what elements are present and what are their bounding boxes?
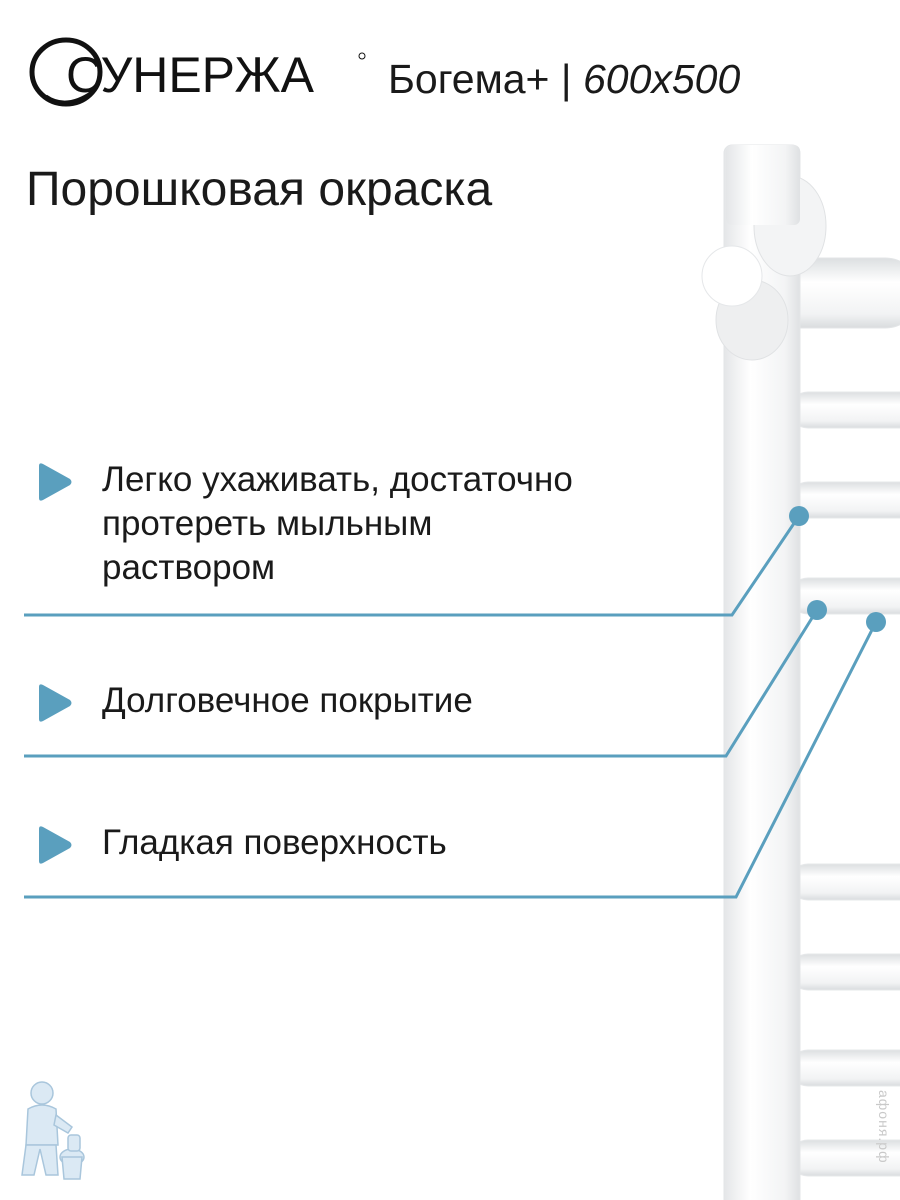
feature-line: Легко ухаживать, достаточно xyxy=(102,460,573,499)
callout-dot xyxy=(866,612,886,632)
feature-line: раствором xyxy=(102,548,276,587)
header: СУНЕРЖА Богема+ | 600x500 xyxy=(26,36,886,116)
header-separator: | xyxy=(560,56,572,102)
mount-pipe xyxy=(726,145,800,225)
callout-line xyxy=(24,609,819,758)
watermark: афоня.рф xyxy=(876,1090,892,1164)
feature-text: Долговечное покрытие xyxy=(102,679,702,723)
plumber-mascot-icon xyxy=(21,1081,85,1180)
rail-bar xyxy=(789,577,900,615)
feature-line: Гладкая поверхность xyxy=(102,823,447,862)
triangle-right-icon xyxy=(39,684,72,722)
callout-line xyxy=(24,515,801,617)
rail-bar xyxy=(789,863,900,901)
feature-line: протереть мыльным xyxy=(102,504,433,543)
towel-rail xyxy=(701,144,900,1200)
triangle-right-icon xyxy=(39,463,72,501)
feature-text: Гладкая поверхность xyxy=(102,821,702,865)
callout-lines xyxy=(24,506,886,899)
brand-logo: СУНЕРЖА xyxy=(26,36,366,116)
rail-bar xyxy=(789,1049,900,1087)
model-size: 600x500 xyxy=(582,56,741,102)
end-cap xyxy=(701,245,763,307)
product-line: Богема+ | 600x500 xyxy=(388,56,740,103)
feature-text: Легко ухаживать, достаточно протереть мы… xyxy=(102,458,702,590)
callout-dot xyxy=(807,600,827,620)
product-name: Богема+ xyxy=(388,56,550,102)
callout-dot xyxy=(789,506,809,526)
page-title: Порошковая окраска xyxy=(26,163,493,216)
callout-line xyxy=(24,621,878,899)
feature-line: Долговечное покрытие xyxy=(102,681,473,720)
triangle-right-icon xyxy=(39,826,72,864)
rail-bar xyxy=(789,953,900,991)
brand-name: СУНЕРЖА xyxy=(66,47,315,103)
rail-bar xyxy=(789,391,900,429)
